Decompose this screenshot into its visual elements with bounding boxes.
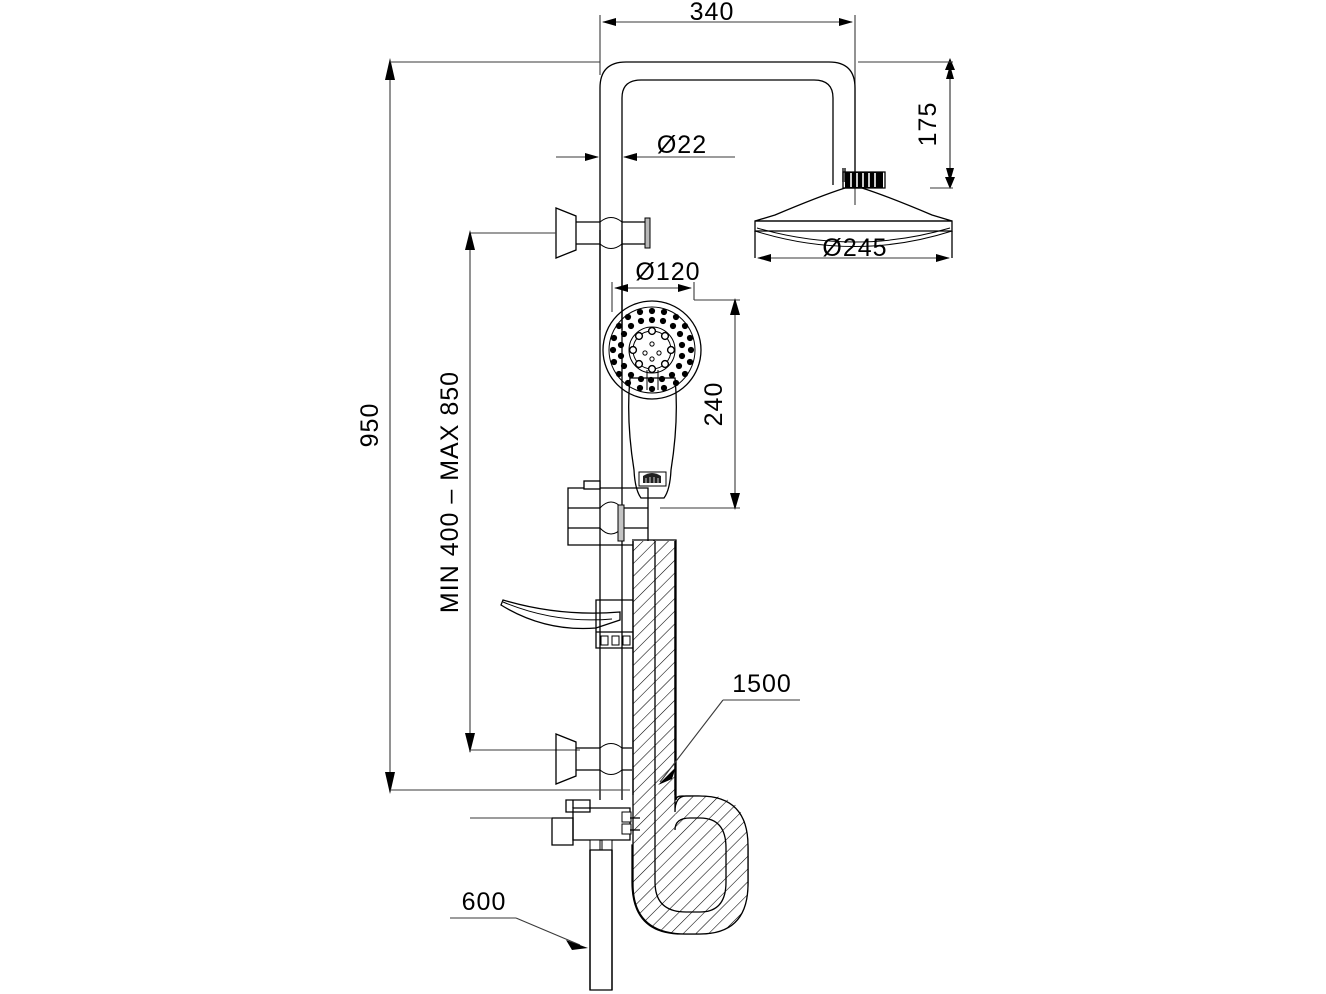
dimension-rain-head-diameter: Ø245 [757, 234, 950, 262]
dimension-inlet-hose-length: 600 [450, 888, 588, 950]
valve-outlet-ports [589, 811, 632, 851]
dimension-hose-length: 1500 [658, 670, 800, 785]
inlet-hose [589, 849, 613, 991]
soap-dish [500, 599, 635, 649]
dimension-label-slider-range: MIN 400 – MAX 850 [436, 371, 464, 613]
spray-nozzles-inner [628, 326, 676, 374]
dimension-label-hand-shower-diameter: Ø120 [635, 258, 700, 286]
dimension-label-riser-diameter: Ø22 [657, 131, 707, 159]
dimension-label-rain-head-height: 175 [914, 102, 942, 147]
rain-shower-head [754, 171, 953, 258]
dimension-slider-range: MIN 400 – MAX 850 [436, 230, 475, 753]
dimension-label-hose-length: 1500 [732, 670, 792, 698]
hand-shower [602, 300, 702, 499]
dimension-arm-reach: 340 [599, 0, 856, 205]
dimension-label-hand-shower-length: 240 [700, 382, 728, 427]
dimension-label-total-height: 950 [356, 403, 384, 448]
diverter-valve [470, 799, 640, 851]
dimension-riser-diameter: Ø22 [556, 131, 735, 161]
upper-wall-bracket [470, 207, 651, 259]
dimension-label-rain-head-diameter: Ø245 [822, 234, 887, 262]
brand-badge [638, 471, 667, 487]
dimension-hand-shower-length: 240 [660, 298, 740, 510]
dimension-label-arm-reach: 340 [690, 0, 735, 26]
dimension-label-inlet-hose-length: 600 [462, 888, 507, 916]
lower-wall-bracket [555, 733, 632, 785]
dimension-rain-head-height: 175 [858, 58, 955, 189]
shower-hose [631, 539, 749, 935]
shower-arm [599, 61, 856, 330]
slider-holder [567, 480, 649, 546]
dimension-hand-shower-diameter: Ø120 [611, 258, 700, 312]
dimension-total-height: 950 [356, 58, 630, 794]
spray-nozzles-outer [609, 307, 695, 393]
